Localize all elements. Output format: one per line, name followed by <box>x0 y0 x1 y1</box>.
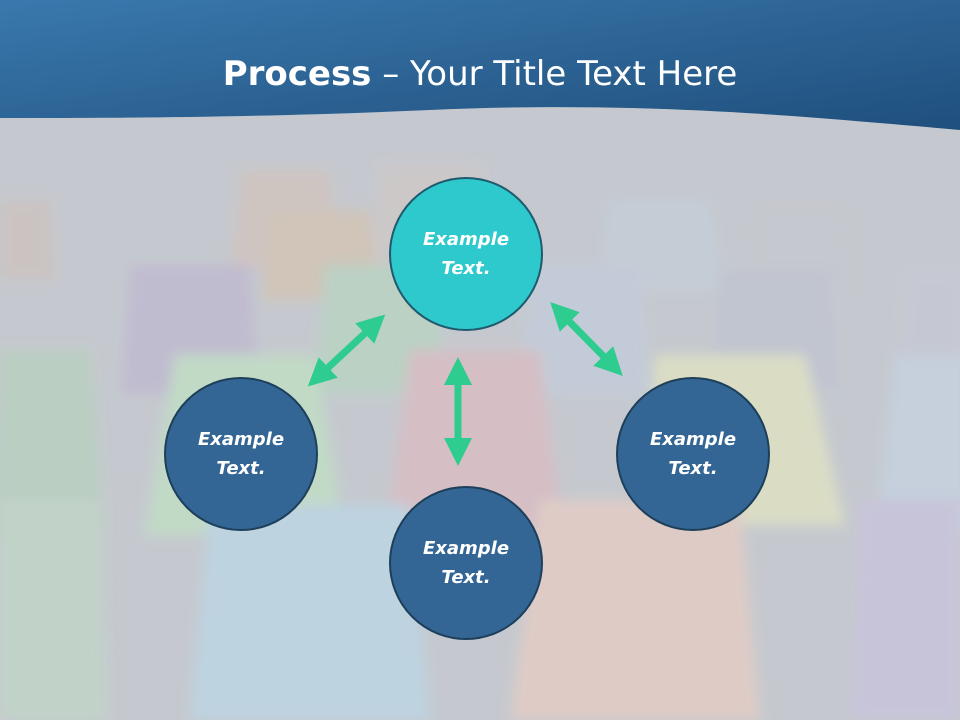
title-text: – Your Title Text Here <box>371 54 738 94</box>
circle-right: Example Text. <box>616 377 770 531</box>
circle-bottom-label: Example Text. <box>422 538 510 588</box>
arrow-top-right <box>550 302 623 376</box>
circle-left-label: Example Text. <box>197 429 285 479</box>
circle-top: Example Text. <box>389 177 543 331</box>
circle-left: Example Text. <box>164 377 318 531</box>
circle-top-label: Example Text. <box>422 229 510 279</box>
page-title: Process – Your Title Text Here <box>0 50 960 98</box>
circle-bottom: Example Text. <box>389 486 543 640</box>
header-banner <box>0 0 960 130</box>
arrow-top-left <box>307 314 386 387</box>
title-bold: Process <box>222 54 372 94</box>
circle-right-label: Example Text. <box>649 429 737 479</box>
